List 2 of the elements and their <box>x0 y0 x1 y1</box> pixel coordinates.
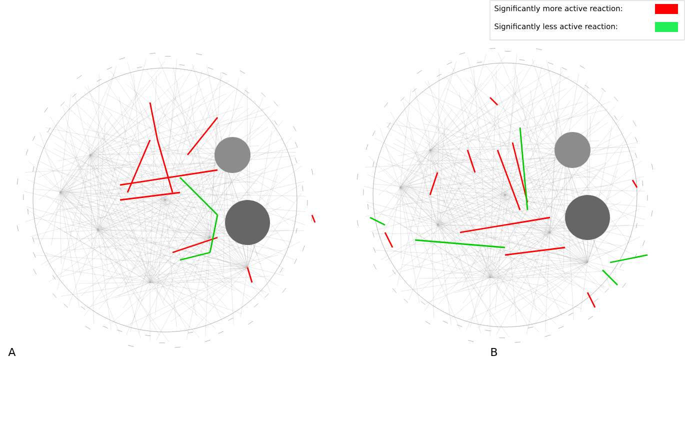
panel-label: A <box>8 348 16 356</box>
panel-label: B <box>491 348 497 356</box>
